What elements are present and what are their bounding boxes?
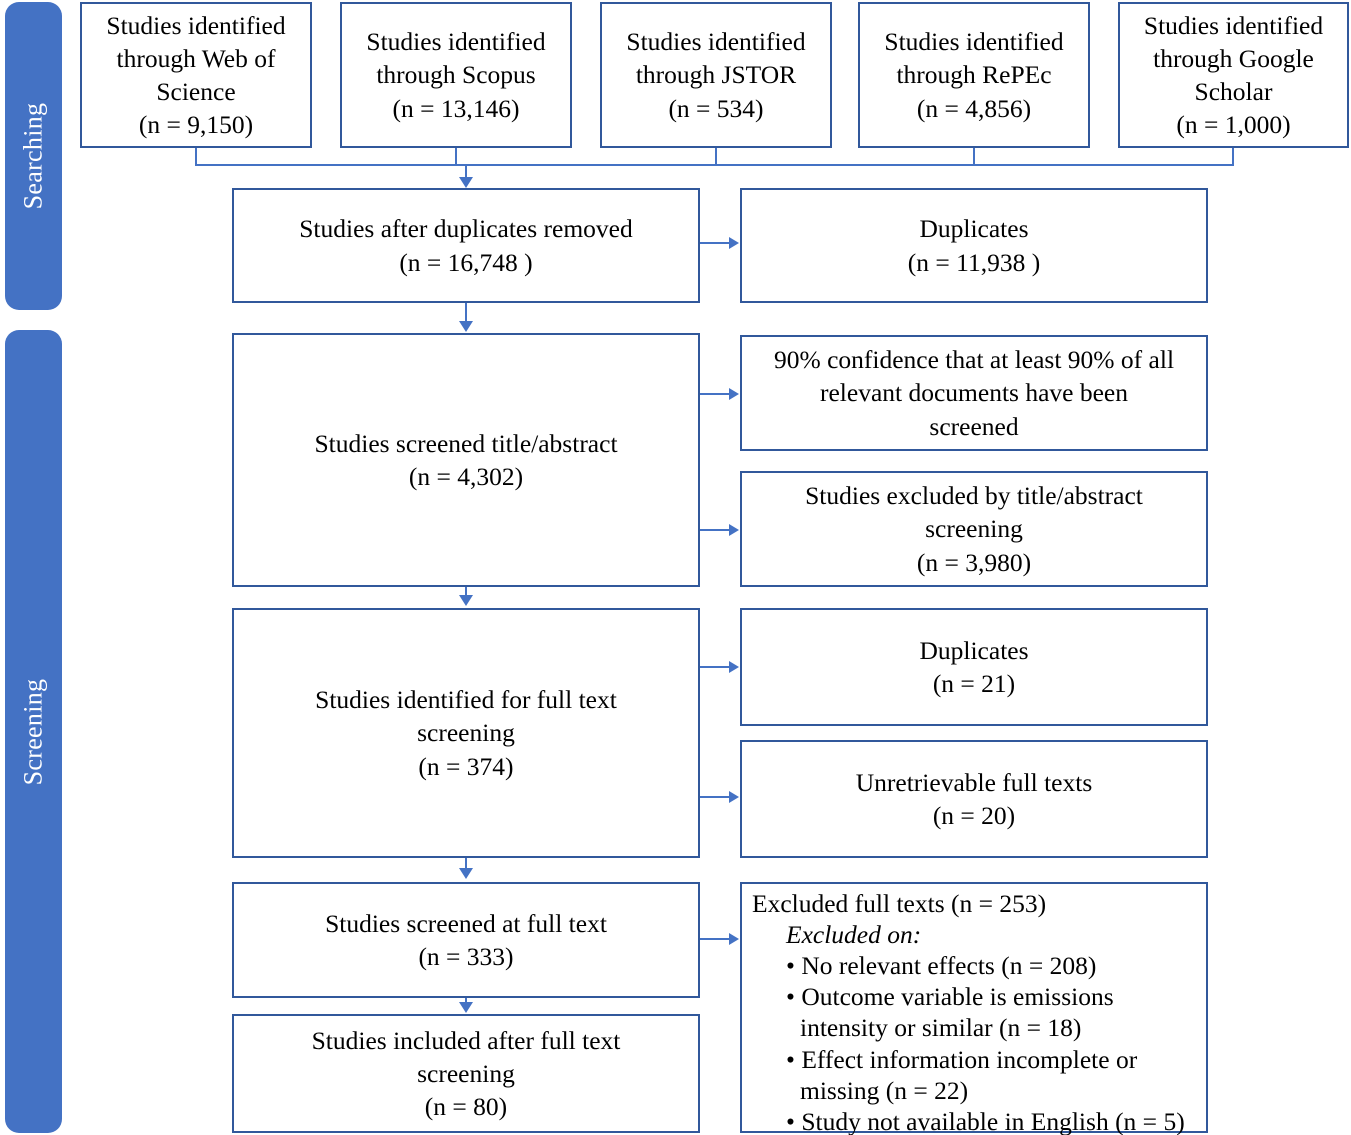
excluded-full-texts-subheading: Excluded on: — [786, 920, 922, 950]
box-source-repec: Studies identified through RePEc (n = 4,… — [858, 2, 1090, 148]
arrowhead-to-excluded-full-texts — [729, 933, 739, 945]
connector-repec-down — [973, 148, 975, 166]
box-source-web-of-science-text: Studies identified through Web of Scienc… — [106, 10, 286, 140]
stage-bar-screening: Screening — [5, 330, 62, 1133]
stage-label-screening: Screening — [18, 678, 48, 785]
arrowhead-to-confidence — [729, 388, 739, 400]
connector-jstor-down — [715, 148, 717, 166]
box-excluded-title-abstract-text: Studies excluded by title/abstract scree… — [805, 481, 1143, 577]
box-after-duplicates-removed: Studies after duplicates removed (n = 16… — [232, 188, 700, 303]
box-unretrievable-full-texts-text: Unretrievable full texts (n = 20) — [855, 767, 1093, 830]
arrowhead-to-included — [459, 1002, 473, 1013]
box-included-after-full-text-text: Studies included after full text screeni… — [311, 1025, 621, 1122]
connector-wos-down — [195, 148, 197, 166]
box-confidence-note-text: 90% confidence that at least 90% of all … — [773, 345, 1175, 441]
box-duplicates-removed-text: Duplicates (n = 11,938 ) — [907, 214, 1041, 277]
excluded-reason-item: Study not available in English (n = 5) — [786, 1106, 1200, 1135]
arrowhead-to-duplicates-ft — [729, 661, 739, 673]
connector-screened-to-fulltext — [465, 587, 467, 597]
box-duplicates-full-text: Duplicates (n = 21) — [740, 608, 1208, 726]
connector-fulltext-to-unretrievable — [700, 796, 730, 798]
box-duplicates-full-text-text: Duplicates (n = 21) — [919, 635, 1029, 698]
box-identified-full-text-text: Studies identified for full text screeni… — [315, 685, 617, 781]
box-screened-full-text: Studies screened at full text (n = 333) — [232, 882, 700, 998]
arrowhead-to-fulltext — [459, 595, 473, 606]
box-after-duplicates-removed-text: Studies after duplicates removed (n = 16… — [299, 214, 633, 277]
box-source-scopus: Studies identified through Scopus (n = 1… — [340, 2, 572, 148]
excluded-reason-item: No relevant effects (n = 208) — [786, 950, 1200, 981]
box-screened-full-text-text: Studies screened at full text (n = 333) — [325, 908, 607, 971]
box-source-google-scholar: Studies identified through Google Schola… — [1118, 2, 1349, 148]
box-confidence-note: 90% confidence that at least 90% of all … — [740, 335, 1208, 451]
arrowhead-to-excluded-ta — [729, 524, 739, 536]
connector-dedup-to-duplicates — [700, 242, 730, 244]
arrowhead-to-screened-full-text — [459, 868, 473, 879]
excluded-reason-item: Effect information incomplete or missing… — [786, 1044, 1200, 1106]
box-unretrievable-full-texts: Unretrievable full texts (n = 20) — [740, 740, 1208, 858]
connector-screened-ft-to-included — [465, 998, 467, 1004]
arrowhead-to-unretrievable — [729, 791, 739, 803]
connector-screened-to-excluded-ta — [700, 529, 730, 531]
box-source-google-scholar-text: Studies identified through Google Schola… — [1143, 10, 1324, 140]
box-excluded-title-abstract: Studies excluded by title/abstract scree… — [740, 471, 1208, 587]
box-source-repec-text: Studies identified through RePEc (n = 4,… — [884, 27, 1064, 123]
connector-fulltext-to-screened-ft — [465, 858, 467, 870]
excluded-full-texts-heading: Excluded full texts (n = 253) — [752, 889, 1047, 918]
box-source-web-of-science: Studies identified through Web of Scienc… — [80, 2, 312, 148]
connector-sources-manifold — [195, 164, 1234, 166]
stage-bar-searching: Searching — [5, 2, 62, 310]
connector-screened-to-confidence — [700, 393, 730, 395]
arrowhead-to-screened-title — [459, 321, 473, 332]
connector-scopus-down — [455, 148, 457, 166]
box-duplicates-removed: Duplicates (n = 11,938 ) — [740, 188, 1208, 303]
excluded-reason-item: Outcome variable is emissions intensity … — [786, 981, 1200, 1043]
connector-gscholar-down — [1232, 148, 1234, 166]
box-screened-title-abstract: Studies screened title/abstract (n = 4,3… — [232, 333, 700, 587]
box-included-after-full-text: Studies included after full text screeni… — [232, 1014, 700, 1133]
connector-dedup-to-screened — [465, 303, 467, 323]
box-source-scopus-text: Studies identified through Scopus (n = 1… — [366, 27, 546, 123]
arrowhead-to-dedup — [459, 177, 473, 188]
box-excluded-full-texts: Excluded full texts (n = 253) Excluded o… — [740, 882, 1208, 1135]
excluded-reasons-list: No relevant effects (n = 208) Outcome va… — [752, 950, 1200, 1135]
connector-fulltext-to-duplicates — [700, 666, 730, 668]
arrowhead-to-duplicates — [729, 237, 739, 249]
stage-label-searching: Searching — [18, 102, 48, 210]
box-screened-title-abstract-text: Studies screened title/abstract (n = 4,3… — [314, 428, 618, 491]
connector-screened-ft-to-excluded — [700, 938, 730, 940]
box-source-jstor-text: Studies identified through JSTOR (n = 53… — [626, 27, 806, 123]
box-source-jstor: Studies identified through JSTOR (n = 53… — [600, 2, 832, 148]
box-identified-full-text: Studies identified for full text screeni… — [232, 608, 700, 858]
connector-manifold-to-dedup — [465, 164, 467, 180]
